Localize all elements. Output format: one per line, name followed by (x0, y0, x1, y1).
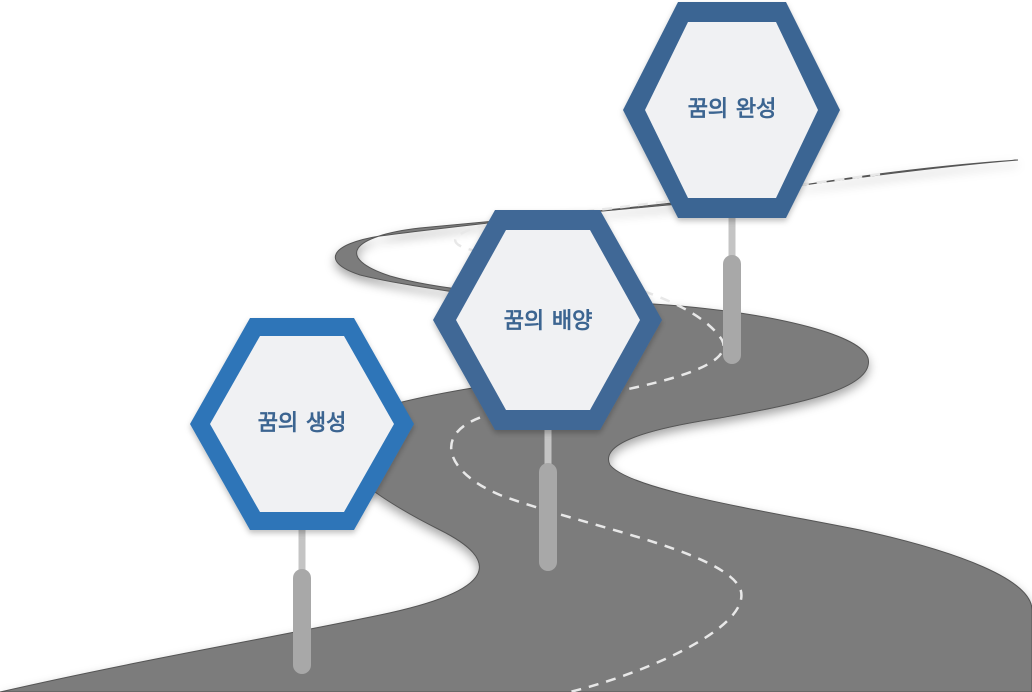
milestone-sign-3: 꿈의 완성 (623, 2, 840, 364)
milestone-signs: 꿈의 생성 꿈의 배양 꿈의 완성 (190, 2, 840, 674)
sign-1-label: 꿈의 생성 (258, 411, 347, 436)
sign-3-label: 꿈의 완성 (688, 97, 777, 122)
sign-1-hexagon-face (210, 336, 394, 512)
milestone-sign-2: 꿈의 배양 (433, 210, 662, 571)
road-center-line (450, 172, 881, 692)
sign-3-hexagon-face (645, 22, 818, 198)
sign-2-label: 꿈의 배양 (504, 309, 593, 334)
sign-2-hexagon-face (456, 230, 640, 410)
milestone-sign-1: 꿈의 생성 (190, 318, 414, 674)
